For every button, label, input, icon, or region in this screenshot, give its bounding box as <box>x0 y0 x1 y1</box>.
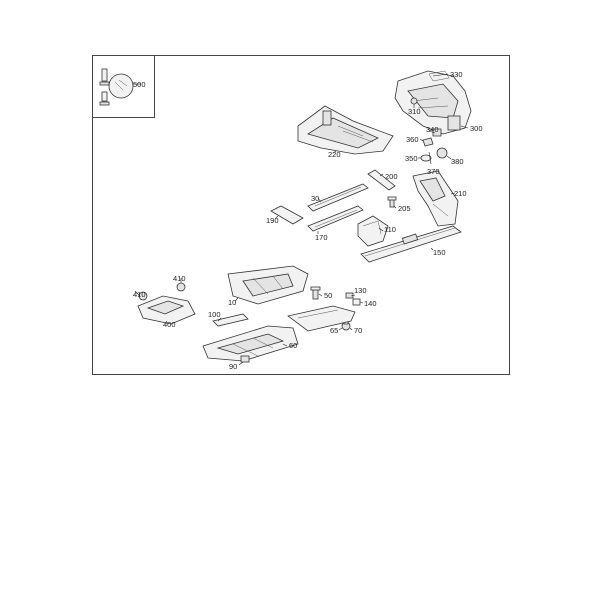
callout-210: 210 <box>454 189 467 198</box>
pillar-210 <box>412 170 459 227</box>
fastener-inset-box <box>93 56 155 118</box>
parts-diagram-frame: 500 330 310 300 340 360 350 380 370 220 … <box>92 55 510 375</box>
leader-lines <box>165 73 469 366</box>
callout-200: 200 <box>385 172 398 181</box>
callout-130: 130 <box>354 286 367 295</box>
callout-410-left: 410 <box>133 290 146 299</box>
callout-350: 350 <box>405 154 418 163</box>
bracket-400 <box>134 278 196 325</box>
callout-380: 380 <box>451 157 464 166</box>
floor-panel-10 <box>227 265 309 305</box>
cross-member-220 <box>297 105 394 155</box>
floor-panel-60 <box>202 325 299 362</box>
callout-310: 310 <box>408 107 421 116</box>
callout-140: 140 <box>364 299 377 308</box>
callout-190: 190 <box>266 216 279 225</box>
fastener-90 <box>240 355 250 363</box>
rail-30 <box>307 183 369 212</box>
callout-30: 30 <box>311 194 319 203</box>
strip-100 <box>212 313 249 327</box>
bolt-50 <box>310 286 321 300</box>
strip-200 <box>367 169 396 191</box>
callout-410-right: 410 <box>173 274 186 283</box>
plate-190 <box>270 205 304 225</box>
callout-170: 170 <box>315 233 328 242</box>
bulkhead-assembly-300 <box>394 70 472 135</box>
bolt-205 <box>387 196 397 208</box>
callout-110: 110 <box>384 225 396 234</box>
bracket-110 <box>357 215 389 247</box>
callout-500: 500 <box>133 80 146 89</box>
clip-parts <box>410 97 448 165</box>
sill-150 <box>360 225 462 263</box>
tunnel-panel <box>287 305 356 332</box>
bolt-500-drawing <box>99 68 141 106</box>
callout-370: 370 <box>427 167 440 176</box>
callout-330: 330 <box>450 70 463 79</box>
callout-50: 50 <box>324 291 332 300</box>
callout-400: 400 <box>163 320 176 329</box>
callout-60: 60 <box>289 341 297 350</box>
callout-150: 150 <box>433 248 446 257</box>
callout-100: 100 <box>208 310 221 319</box>
rail-170 <box>307 205 364 232</box>
callout-65: 65 <box>330 326 338 335</box>
callout-205: 205 <box>398 204 411 213</box>
callout-70: 70 <box>354 326 362 335</box>
callout-360: 360 <box>406 135 419 144</box>
callout-340: 340 <box>426 125 439 134</box>
callout-220: 220 <box>328 150 341 159</box>
callout-10: 10 <box>228 298 236 307</box>
callout-90: 90 <box>229 362 237 371</box>
callout-labels: 500 330 310 300 340 360 350 380 370 220 … <box>133 70 483 371</box>
callout-300: 300 <box>470 124 483 133</box>
exploded-parts-diagram: 500 330 310 300 340 360 350 380 370 220 … <box>99 68 483 371</box>
